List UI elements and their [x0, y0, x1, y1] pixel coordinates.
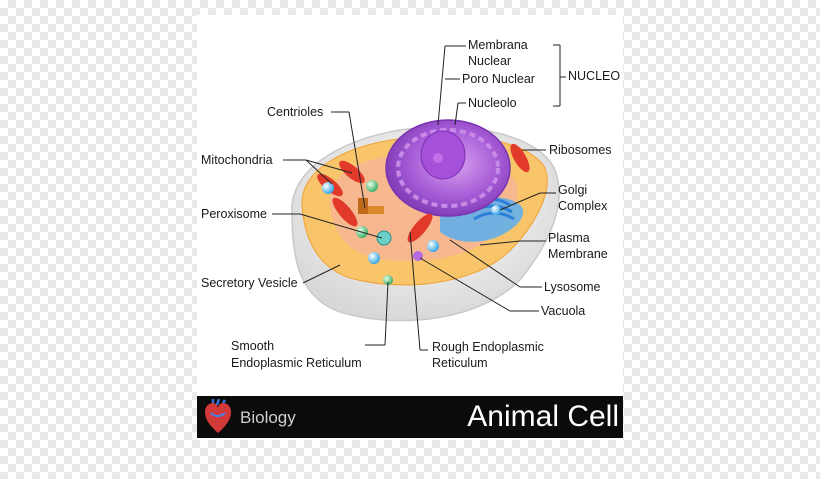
- centriole-shape: [358, 198, 368, 214]
- vesicle-bubble: [322, 182, 334, 194]
- green-vesicle: [366, 180, 378, 192]
- label-golgi-2: Complex: [558, 199, 608, 213]
- label-membrana-nuclear-1: Membrana: [468, 38, 528, 52]
- peroxisome-shape: [376, 230, 392, 246]
- label-peroxisome: Peroxisome: [201, 207, 267, 221]
- label-centrioles: Centrioles: [267, 105, 324, 119]
- label-plasma-1: Plasma: [548, 231, 590, 245]
- banner-left: Biology: [197, 396, 409, 438]
- label-membrana-nuclear-2: Nuclear: [468, 54, 512, 68]
- mitochondria-shape: [510, 143, 530, 173]
- mitochondria-shape: [339, 160, 365, 184]
- label-mitochondria: Mitochondria: [201, 153, 273, 167]
- subject-label: Biology: [240, 408, 296, 427]
- nucleolus-core: [433, 153, 443, 163]
- label-lysosome: Lysosome: [544, 280, 601, 294]
- label-rough-er-2: Reticulum: [432, 356, 488, 370]
- label-smooth-er-1: Smooth: [231, 339, 275, 353]
- label-vacuola: Vacuola: [541, 304, 586, 318]
- mitochondria-shape: [407, 213, 433, 243]
- nuclear-folds: [396, 128, 500, 208]
- label-smooth-er-2: Endoplasmic Reticulum: [231, 356, 362, 370]
- vesicle-bubble: [427, 240, 439, 252]
- label-ribosomes: Ribosomes: [549, 143, 612, 157]
- nucleolus-shape: [420, 130, 466, 180]
- label-golgi-1: Golgi: [558, 183, 588, 197]
- green-vesicle: [383, 275, 393, 285]
- vesicle-bubble: [491, 205, 501, 215]
- heart-icon: [205, 399, 231, 433]
- vesicle-bubble: [368, 252, 380, 264]
- label-nucleolo: Nucleolo: [468, 96, 517, 110]
- purple-vesicle: [413, 251, 423, 261]
- mitochondria-shape: [332, 197, 358, 227]
- centriole-shape: [368, 206, 384, 214]
- label-nucleo: NUCLEO: [568, 69, 621, 83]
- label-secretory-vesicle: Secretory Vesicle: [201, 276, 298, 290]
- label-plasma-2: Membrane: [548, 247, 608, 261]
- label-rough-er-1: Rough Endoplasmic: [432, 340, 544, 354]
- label-poro-nuclear: Poro Nuclear: [462, 72, 535, 86]
- diagram-title: Animal Cell: [467, 400, 619, 433]
- title-banner: Biology Animal Cell: [197, 396, 623, 438]
